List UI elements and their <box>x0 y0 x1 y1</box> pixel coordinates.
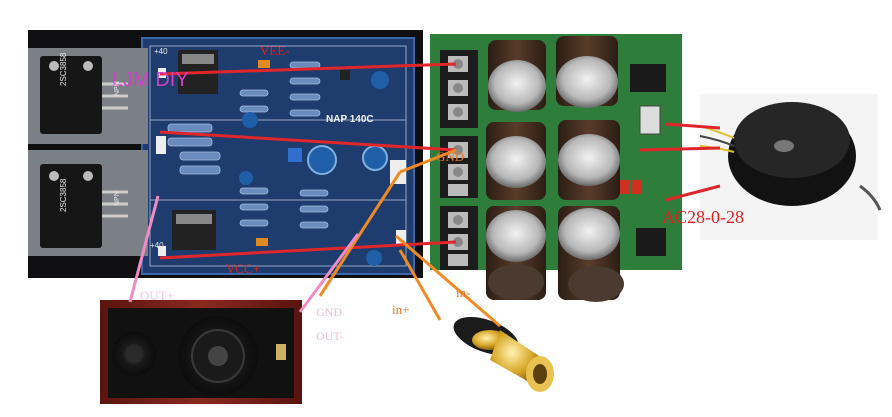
power-supply-board <box>426 28 690 302</box>
rca-jack <box>444 300 562 408</box>
in-plus-label: in+ <box>392 302 410 317</box>
transistor-mark-bottom: 2SC3858 <box>59 178 68 212</box>
vee-label: VEE- <box>260 43 290 58</box>
transistor-mark-top: 2SC3858 <box>59 52 68 86</box>
psu-terminal-block-top <box>440 50 478 128</box>
transformer-label: AC28-0-28 <box>662 207 744 227</box>
rail-mark-top: +40 <box>154 47 168 56</box>
rail-mark-bottom: +40 <box>150 241 164 250</box>
speaker <box>100 300 302 404</box>
out-minus-label: OUT- <box>316 329 344 343</box>
filter-capacitors <box>486 36 624 302</box>
board-model-label: NAP 140C <box>326 114 374 125</box>
npn-mark-top: NPN <box>114 81 121 96</box>
npn-mark-bottom: NPN <box>114 191 121 206</box>
vcc-label: VCC+ <box>226 261 261 276</box>
in-minus-label: in- <box>456 285 471 300</box>
psu-terminal-block-middle <box>440 136 478 198</box>
psu-terminal-block-bottom <box>440 206 478 270</box>
power-transistor-bottom <box>40 164 128 248</box>
out-plus-label: OUT+ <box>140 288 175 303</box>
toroidal-transformer <box>699 94 882 240</box>
gnd-psu-label: GND <box>436 149 465 164</box>
brand-label: LJM DIY <box>112 69 189 91</box>
power-transistor-top <box>40 56 128 134</box>
wires <box>128 62 721 328</box>
gnd-output-label: GND <box>316 305 342 319</box>
